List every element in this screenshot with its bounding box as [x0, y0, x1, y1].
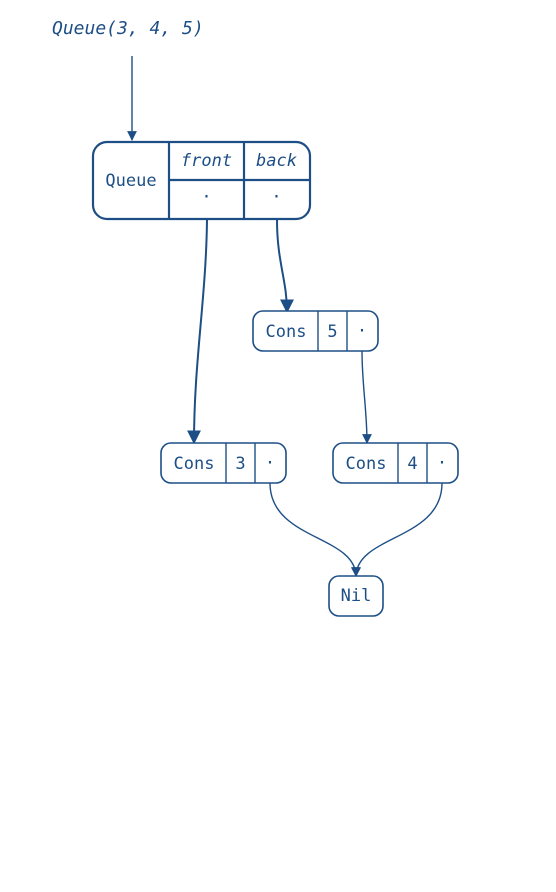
- cons-node-4: Cons 4 ·: [332, 442, 459, 484]
- queue-field-front: front: [181, 151, 232, 171]
- nil-node: Nil: [328, 575, 384, 617]
- nil-label: Nil: [341, 586, 372, 606]
- cons5-pointer: ·: [357, 321, 367, 341]
- cons-node-3: Cons 3 ·: [160, 442, 287, 484]
- cons4-label: Cons: [346, 454, 387, 474]
- queue-node: Queue front back · ·: [91, 140, 312, 221]
- cons4-pointer: ·: [437, 453, 447, 473]
- queue-front-pointer: ·: [201, 187, 211, 207]
- cons3-pointer: ·: [265, 453, 275, 473]
- queue-label: Queue: [105, 171, 156, 191]
- cons3-to-nil-edge: [269, 482, 361, 577]
- cons4-to-nil-edge: [351, 482, 443, 577]
- queue-field-back: back: [256, 151, 297, 171]
- queue-back-pointer: ·: [271, 187, 281, 207]
- back-edge: [276, 219, 294, 314]
- front-edge: [187, 219, 208, 445]
- cons-node-5: Cons 5 ·: [252, 310, 379, 352]
- expression-title: Queue(3, 4, 5): [52, 18, 204, 39]
- cons3-value: 3: [235, 454, 245, 474]
- cons3-label: Cons: [174, 454, 215, 474]
- cons5-label: Cons: [266, 322, 307, 342]
- cons4-value: 4: [407, 454, 417, 474]
- cons5-to-cons4-edge: [361, 350, 372, 444]
- cons5-value: 5: [327, 322, 337, 342]
